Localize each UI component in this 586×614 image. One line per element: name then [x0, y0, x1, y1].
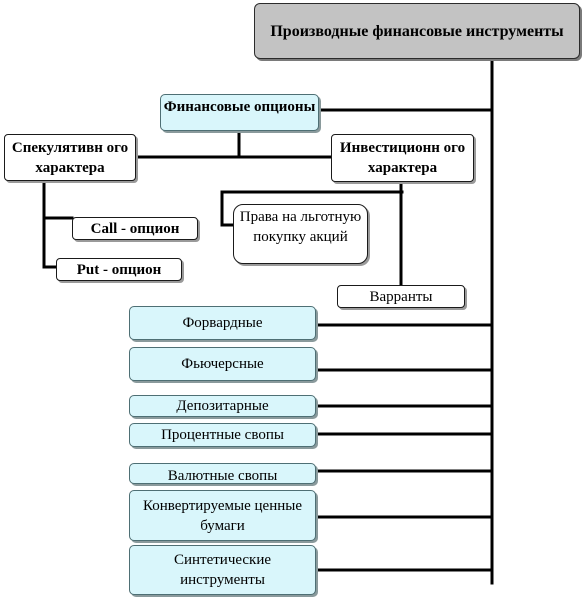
- depositary-node: Депозитарные: [129, 395, 316, 417]
- synthetic-label: Синтетические инструменты: [173, 552, 272, 588]
- interest-swaps-node: Процентные свопы: [129, 423, 316, 447]
- financial-options-node: Финансовые опционы: [160, 94, 319, 131]
- call-option-label: Call - опцион: [90, 220, 180, 237]
- depositary-label: Депозитарные: [176, 398, 269, 414]
- speculative-label: Спекулятивн ого характера: [11, 139, 129, 176]
- put-option-label: Put - опцион: [76, 261, 162, 278]
- call-option-node: Call - опцион: [72, 217, 198, 240]
- root-node: Производные финансовые инструменты: [254, 3, 580, 59]
- forwards-label: Форвардные: [182, 315, 263, 331]
- convertible-node: Конвертируемые ценные бумаги: [129, 490, 316, 541]
- interest-swaps-label: Процентные свопы: [161, 427, 284, 443]
- preferential-rights-label: Права на льготную покупку акций: [239, 209, 362, 245]
- futures-label: Фьючерсные: [181, 356, 264, 372]
- investment-label: Инвестиционн ого характера: [339, 140, 466, 176]
- currency-swaps-label: Валютные свопы: [167, 468, 278, 484]
- financial-options-label: Финансовые опционы: [163, 99, 316, 115]
- root-node-label: Производные финансовые инструменты: [270, 22, 564, 40]
- preferential-rights-node: Права на льготную покупку акций: [233, 204, 368, 264]
- forwards-node: Форвардные: [129, 306, 316, 340]
- convertible-label: Конвертируемые ценные бумаги: [142, 497, 303, 534]
- investment-node: Инвестиционн ого характера: [331, 134, 474, 182]
- synthetic-node: Синтетические инструменты: [129, 545, 316, 595]
- warrants-label: Варранты: [369, 288, 433, 305]
- speculative-node: Спекулятивн ого характера: [4, 134, 136, 181]
- warrants-node: Варранты: [337, 285, 465, 308]
- currency-swaps-node: Валютные свопы: [129, 463, 316, 484]
- futures-node: Фьючерсные: [129, 347, 316, 381]
- put-option-node: Put - опцион: [56, 258, 182, 281]
